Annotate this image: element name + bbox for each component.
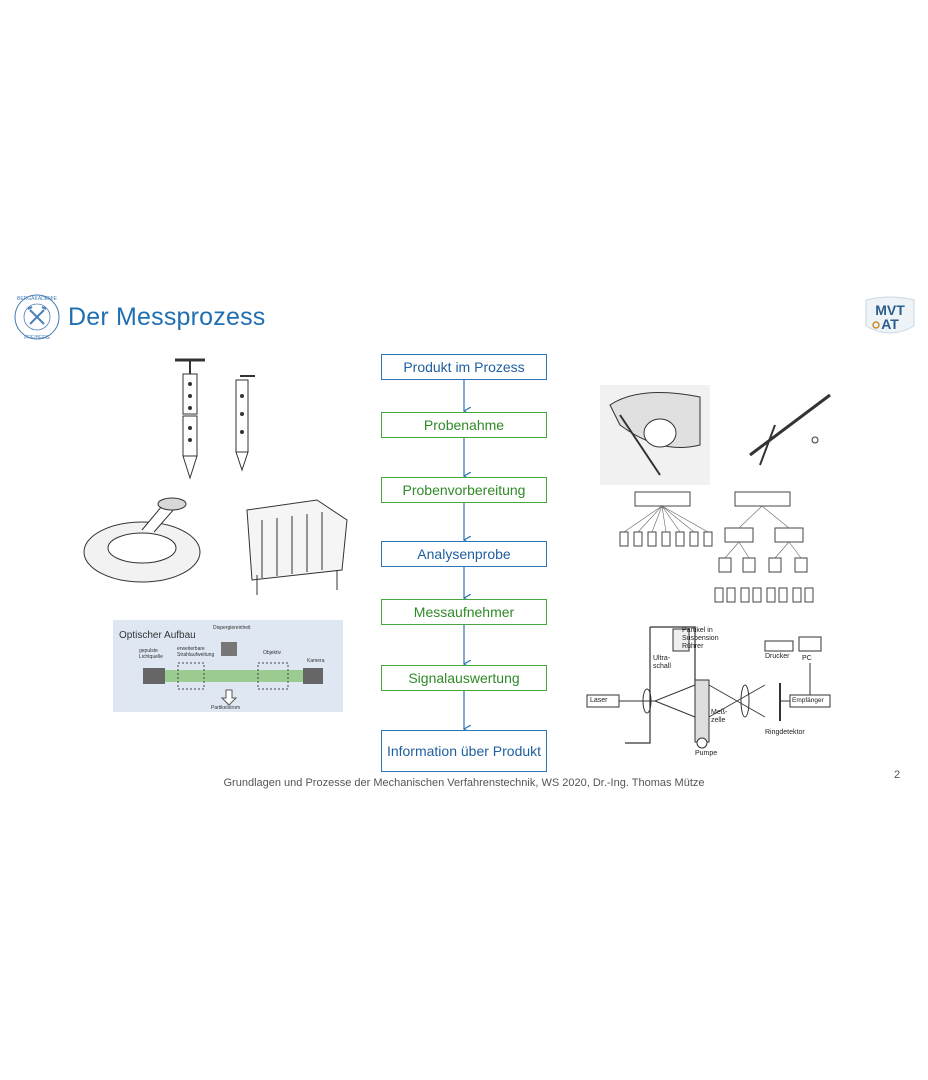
flow-step-messaufnehmer: Messaufnehmer bbox=[381, 599, 547, 625]
flow-step-information: Information über Produkt bbox=[381, 730, 547, 772]
label-expander: erweiterbare Strahlaufweitung bbox=[177, 646, 215, 658]
sampling-probes-illustration bbox=[175, 358, 255, 480]
label-printer: Drucker bbox=[765, 653, 790, 660]
label-ultrasound: Ultra- schall bbox=[653, 655, 671, 670]
label-stream: Partikelstrom bbox=[211, 705, 241, 711]
footer-text: Grundlagen und Prozesse der Mechanischen… bbox=[223, 777, 705, 789]
label-laser: Laser bbox=[590, 697, 608, 704]
optical-setup-title: Optischer Aufbau bbox=[119, 630, 196, 641]
flow-step-probenvorbereitung: Probenvorbereitung bbox=[381, 477, 547, 503]
university-seal-logo: BERGAKADEMIE FREIBERG bbox=[12, 292, 62, 342]
division-tree-illustration bbox=[619, 491, 814, 603]
svg-text:BERGAKADEMIE: BERGAKADEMIE bbox=[17, 296, 58, 302]
conveyor-sampling-illustration bbox=[600, 385, 831, 485]
label-stirrer: Rührer bbox=[682, 643, 704, 650]
label-light: gepulste Lichtquelle bbox=[139, 648, 163, 660]
page-number: 2 bbox=[894, 769, 901, 781]
optical-setup-illustration: Optischer Aufbau gepulste Lichtquelle er… bbox=[113, 620, 343, 712]
label-camera: Kamera bbox=[307, 658, 325, 664]
label-particles: Partikel in Suspension bbox=[682, 627, 719, 642]
laser-diffraction-illustration: Partikel in Suspension Rührer Ultra- sch… bbox=[585, 625, 840, 757]
mvt-logo: MVT AT bbox=[862, 296, 918, 338]
label-disperser: Dispergiereinheit bbox=[213, 625, 251, 631]
flow-step-produkt: Produkt im Prozess bbox=[381, 354, 547, 380]
label-pc: PC bbox=[802, 655, 812, 662]
label-pump: Pumpe bbox=[695, 750, 718, 757]
svg-text:FREIBERG: FREIBERG bbox=[24, 335, 50, 341]
label-ring: Ringdetektor bbox=[765, 729, 805, 736]
sample-divider-illustration bbox=[83, 497, 348, 595]
label-receiver: Empfänger bbox=[792, 697, 824, 704]
svg-text:AT: AT bbox=[881, 316, 899, 332]
label-objective: Objektiv bbox=[263, 650, 282, 656]
svg-text:MVT: MVT bbox=[875, 302, 905, 318]
flow-step-probenahme: Probenahme bbox=[381, 412, 547, 438]
page-title: Der Messprozess bbox=[68, 303, 266, 331]
flow-step-analysenprobe: Analysenprobe bbox=[381, 541, 547, 567]
flow-step-signalauswertung: Signalauswertung bbox=[381, 665, 547, 691]
label-cell: Meß- zelle bbox=[711, 709, 728, 724]
